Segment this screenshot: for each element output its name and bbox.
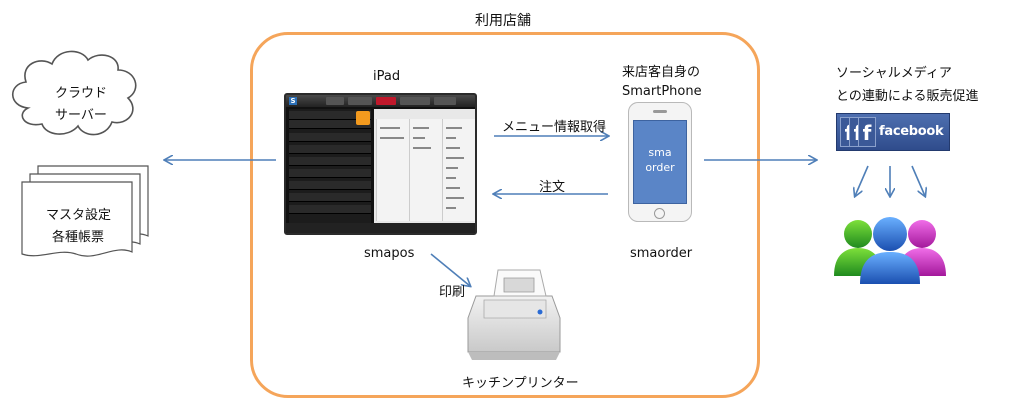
arrow-fb-left (855, 165, 869, 196)
people-icon (834, 217, 946, 284)
documents-stack (21, 165, 149, 257)
screen-text-line1: sma (648, 146, 672, 159)
customer-label-line1: 来店客自身の (622, 65, 701, 80)
print-label: 印刷 (439, 285, 466, 300)
menu-fetch-label: メニュー情報取得 (502, 120, 607, 135)
facebook-logo: f f f facebook (836, 113, 950, 151)
store-title: 利用店舗 (475, 13, 531, 29)
facebook-wordmark: facebook (879, 124, 944, 139)
smartphone-icon: sma order (628, 102, 692, 222)
printer-caption: キッチンプリンター (462, 376, 579, 391)
customer-label-line2: SmartPhone (622, 84, 702, 99)
order-label: 注文 (539, 180, 566, 195)
ipad-caption: smapos (364, 246, 415, 261)
smartphone-screen: sma order (633, 120, 687, 204)
arrow-print (430, 253, 470, 286)
arrow-fb-right (911, 165, 925, 196)
cloud-label-line2: サーバー (55, 108, 107, 123)
ipad-screen: S (284, 93, 477, 235)
cloud-label-line1: クラウド (55, 86, 108, 101)
ipad-label: iPad (373, 69, 401, 84)
social-label-line1: ソーシャルメディア (836, 66, 952, 81)
kitchen-printer-icon (467, 269, 561, 360)
iphone-caption: smaorder (630, 246, 693, 261)
documents-label-line1: マスタ設定 (46, 208, 112, 223)
cloud-shape (11, 50, 137, 136)
social-label-line2: との連動による販売促進 (836, 89, 979, 104)
screen-text-line2: order (645, 161, 675, 174)
store-boundary (250, 32, 760, 398)
documents-label-line2: 各種帳票 (52, 230, 105, 245)
